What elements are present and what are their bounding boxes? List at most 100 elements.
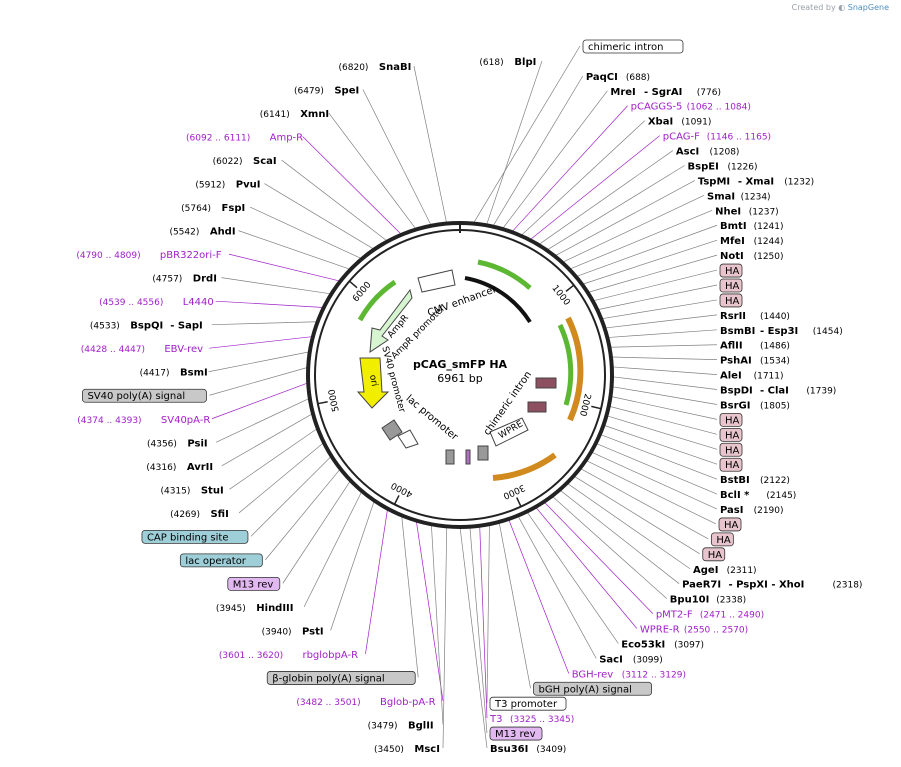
site-name: TspMI (698, 176, 730, 187)
tick-label: 6000 (351, 280, 374, 304)
leader-line (569, 209, 713, 270)
site-label-pcag-f: pCAG-F(1146 .. 1165) (663, 132, 771, 143)
feature-box (719, 413, 743, 427)
leader-line (413, 65, 448, 224)
ampr-arrow (369, 288, 413, 353)
site-name: PsiI (187, 438, 207, 449)
site-name: BspDI (720, 386, 753, 397)
site-name: RsrII (720, 311, 746, 322)
feature-box-label: CAP binding site (147, 532, 229, 543)
site-name: EBV-rev (164, 344, 203, 355)
site-name: BmtI (720, 221, 747, 232)
site-label-saci: SacI(3099) (599, 654, 663, 665)
feature-box-label: chimeric intron (588, 42, 663, 53)
leader-line (209, 336, 313, 349)
site-name: NheI (715, 206, 741, 217)
site-label-paer7i: PaeR7I- PspXI - XhoI(2318) (682, 580, 862, 591)
site-name: - SgrAI (644, 87, 682, 98)
site-name: BspEI (688, 161, 719, 172)
site-name: XbaI (648, 117, 673, 128)
site-name: SfiI (210, 509, 228, 520)
feature-box-label: HA (716, 535, 731, 546)
leader-line (215, 397, 310, 443)
site-name: L4440 (183, 297, 214, 308)
leader-line (609, 344, 718, 348)
leader-line (611, 366, 718, 375)
site-label-fspi: (5764)FspI (181, 203, 245, 214)
leader-line (302, 136, 402, 235)
tick-mark (393, 495, 400, 505)
feature-box (719, 442, 743, 457)
site-name: - Esp3I (760, 326, 798, 337)
leader-line (587, 254, 718, 293)
leader-line (610, 356, 718, 361)
site-label-snabi: (6820)SnaBI (339, 62, 412, 73)
site-name: Amp-R (270, 133, 304, 144)
site-name: PaeR7I (682, 580, 721, 591)
site-name: DrdI (193, 274, 217, 285)
leader-line (543, 501, 654, 614)
leader-line (221, 277, 332, 295)
leader-line (581, 239, 718, 285)
site-label-pmt2-f: pMT2-F(2471 .. 2490) (656, 610, 764, 621)
feature-box-label: HA (725, 445, 740, 456)
leader-line (472, 45, 581, 224)
leader-line (604, 314, 718, 329)
site-label-bcli: BclI *(2145) (720, 490, 796, 501)
feature-box-label: M13 rev (233, 579, 274, 590)
site-position: (1739) (806, 387, 836, 397)
feature-box-label: HA (724, 520, 739, 531)
site-position: (4539 .. 4556) (99, 298, 163, 308)
site-position: (618) (479, 58, 503, 68)
site-label-pshai: PshAI(1534) (720, 356, 790, 367)
leader-line (281, 159, 388, 242)
site-label-sv40pa-r: (4374 .. 4393)SV40pA-R (77, 415, 210, 426)
credit-brand: SnapGene (847, 3, 889, 12)
leader-line (535, 506, 638, 629)
site-position: (6022) (213, 157, 243, 167)
site-label-alei: AleI(1711) (720, 371, 784, 382)
leader-line (562, 195, 705, 263)
site-label-noti: NotI(1250) (720, 251, 784, 262)
site-label-bgh-rev: BGH-rev(3112 .. 3129) (572, 669, 686, 680)
leader-line (579, 468, 709, 540)
tick-mark (565, 284, 575, 292)
site-label-bspei: BspEI(1226) (688, 161, 758, 172)
site-label-smai: SmaI(1234) (707, 191, 771, 202)
site-position: (2550 .. 2570) (684, 626, 748, 636)
site-name: BspQI (130, 321, 163, 332)
leader-line (590, 451, 718, 510)
site-label-bpu10i: Bpu10I(2338) (670, 595, 746, 606)
site-name: - XmaI (738, 176, 774, 187)
site-name: AvrII (187, 462, 213, 473)
site-position: (1805) (760, 401, 790, 411)
site-label-ha: HA (719, 427, 743, 442)
site-label-amp-r: (6092 .. 6111)Amp-R (186, 133, 303, 144)
m13-block (465, 449, 471, 465)
leader-line (431, 524, 444, 725)
leader-line (611, 386, 718, 405)
tick-label: 4000 (389, 479, 414, 498)
leader-line (585, 460, 717, 525)
feature-box (141, 529, 249, 544)
site-label-ha: HA (719, 278, 743, 293)
site-name: BsmBI (720, 326, 755, 337)
site-label-ha: HA (710, 532, 734, 547)
leader-line (492, 75, 584, 227)
leader-line (249, 206, 363, 260)
site-label-xbai: XbaI(1091) (648, 117, 712, 128)
site-position: (1440) (760, 312, 790, 322)
leader-line (529, 135, 661, 241)
site-label-blpi: (618)BlpI (479, 57, 536, 68)
bgh-block (477, 445, 489, 461)
feature-box (227, 576, 281, 591)
site-position: (1062 .. 1084) (687, 103, 751, 113)
t3-block (445, 449, 455, 465)
site-position: (6479) (294, 87, 324, 97)
site-label-bstbi: BstBI(2122) (720, 475, 790, 486)
lac-promoter-arrow (397, 429, 419, 449)
site-label-ha: HA (719, 442, 743, 457)
feature-box-label: β-globin poly(A) signal (272, 673, 384, 684)
site-name: FspI (222, 203, 246, 214)
site-position: (5912) (195, 181, 225, 191)
